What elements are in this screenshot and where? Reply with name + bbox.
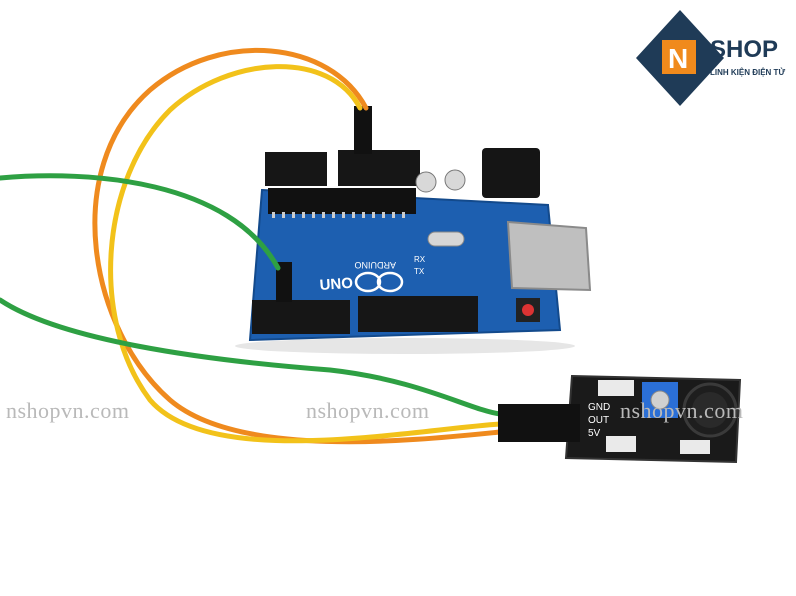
header-top-right	[338, 150, 420, 186]
jumper-connector-top	[354, 106, 372, 154]
watermark-center: nshopvn.com	[306, 398, 430, 423]
sensor-connector	[498, 404, 580, 442]
board-model-label: UNO	[319, 275, 354, 294]
jumper-wires	[0, 48, 503, 445]
crystal	[427, 231, 465, 247]
capacitor-1	[415, 171, 437, 193]
dc-power-jack	[482, 148, 540, 198]
atmega-chip	[268, 188, 416, 214]
brand-tagline: LINH KIỆN ĐIỆN TỬ	[710, 68, 786, 77]
brand-name: SHOP	[710, 36, 779, 63]
usb-b-port	[506, 220, 592, 292]
board-tx-label: TX	[414, 267, 425, 276]
logo-diamond-icon: N	[636, 10, 724, 106]
header-bottom-right	[358, 296, 478, 332]
pin-label-gnd: GND	[588, 402, 610, 413]
watermark-left: nshopvn.com	[6, 398, 130, 423]
header-top-left	[265, 152, 327, 186]
pin-label-5v: 5V	[588, 428, 601, 439]
board-rx-label: RX	[414, 255, 426, 264]
svg-text:N: N	[668, 43, 688, 74]
arduino-logo	[354, 271, 404, 293]
board-shadow	[235, 338, 575, 354]
pin-label-out: OUT	[588, 415, 609, 426]
board-maker-label: ARDUINO	[354, 260, 396, 270]
capacitor-2	[444, 169, 466, 191]
wire-green	[0, 173, 503, 417]
jumper-connector-bottom	[276, 262, 292, 302]
arduino-uno-board: UNO ARDUINO RX TX	[248, 106, 592, 342]
sound-sensor-module: GND OUT 5V	[498, 374, 742, 464]
header-bottom-left	[252, 300, 350, 334]
wire-yellow	[108, 64, 503, 444]
watermark-right: nshopvn.com	[620, 398, 744, 423]
nshop-logo: N SHOP LINH KIỆN ĐIỆN TỬ	[630, 8, 790, 108]
